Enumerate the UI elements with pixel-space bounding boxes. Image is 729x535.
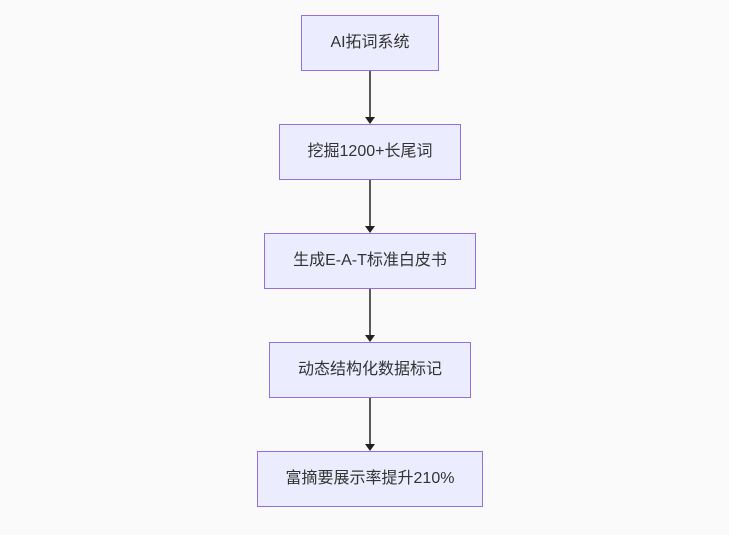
flow-arrow xyxy=(365,289,375,342)
arrow-line xyxy=(369,398,371,444)
flow-node-structured-data-markup: 动态结构化数据标记 xyxy=(268,342,471,398)
flow-node-rich-snippet-uplift: 富摘要展示率提升210% xyxy=(256,451,484,507)
arrow-line xyxy=(369,289,371,335)
node-label: 富摘要展示率提升210% xyxy=(285,470,455,487)
flow-arrow xyxy=(365,180,375,233)
node-label: 动态结构化数据标记 xyxy=(297,361,442,378)
flow-node-ai-keyword-system: AI拓词系统 xyxy=(301,15,439,71)
flow-node-eat-whitepaper: 生成E-A-T标准白皮书 xyxy=(264,233,476,289)
arrow-down-icon xyxy=(365,117,375,124)
arrow-line xyxy=(369,71,371,117)
node-label: AI拓词系统 xyxy=(330,34,410,51)
arrow-line xyxy=(369,180,371,226)
arrow-down-icon xyxy=(365,335,375,342)
node-label: 挖掘1200+长尾词 xyxy=(307,143,433,160)
node-label: 生成E-A-T标准白皮书 xyxy=(293,252,447,269)
flow-arrow xyxy=(365,71,375,124)
arrow-down-icon xyxy=(365,444,375,451)
arrow-down-icon xyxy=(365,226,375,233)
flow-node-longtail-mining: 挖掘1200+长尾词 xyxy=(278,124,462,180)
flow-arrow xyxy=(365,398,375,451)
